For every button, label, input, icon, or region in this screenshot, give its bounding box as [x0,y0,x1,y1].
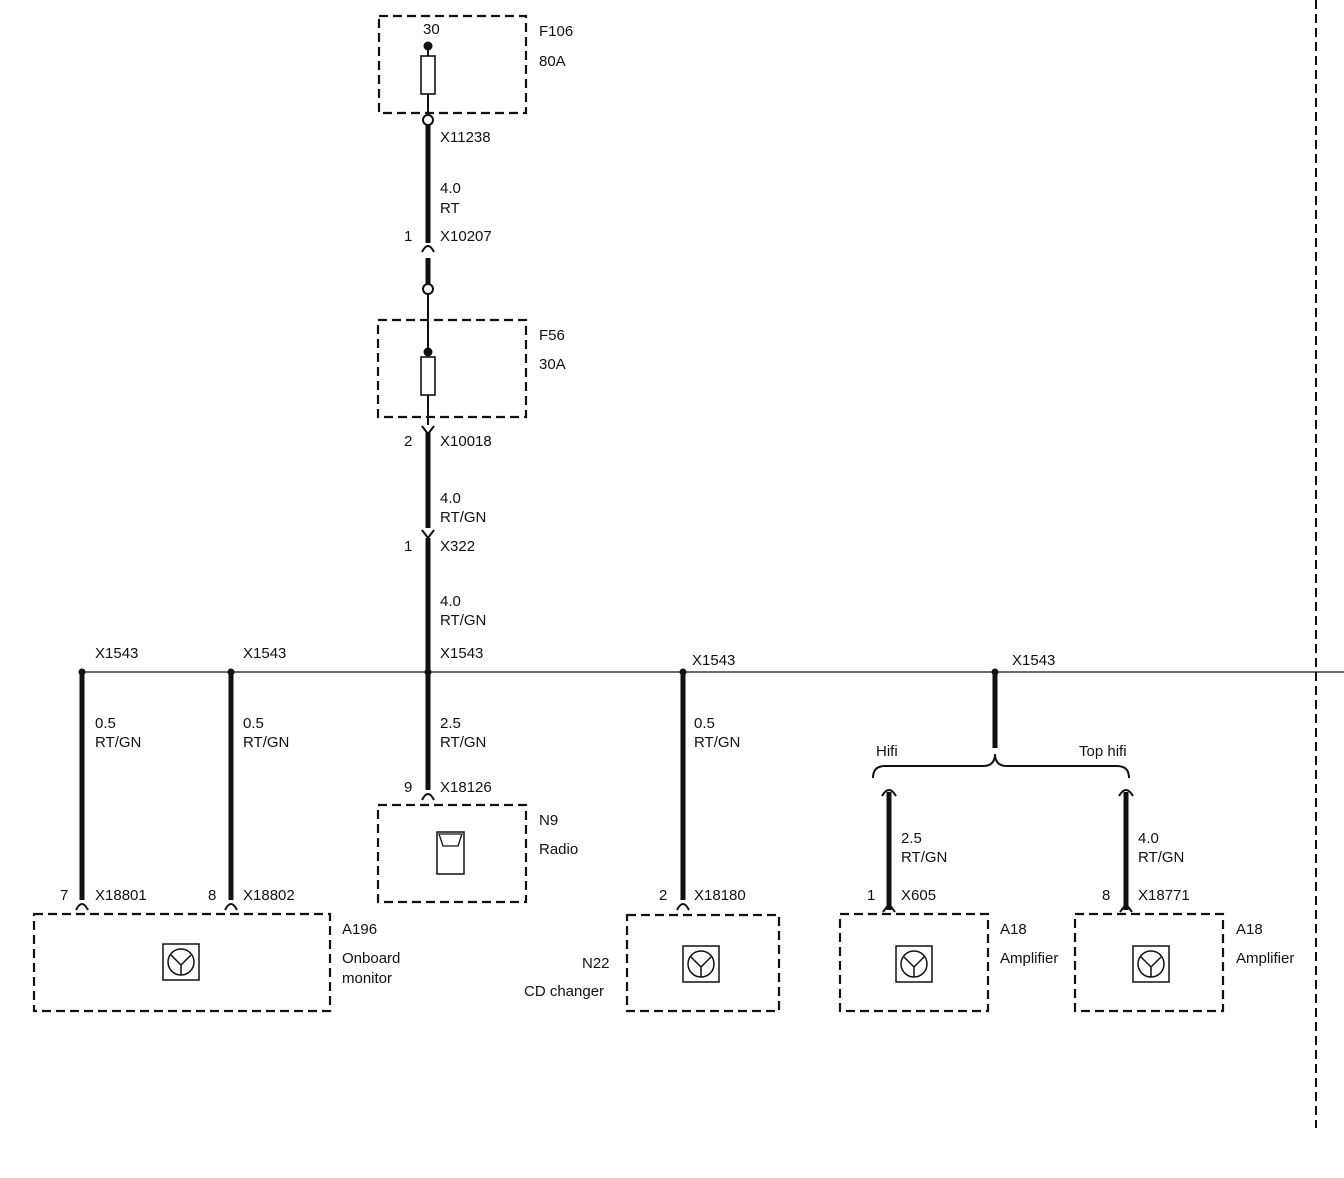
component-radio: N9 Radio [376,803,578,904]
component-name: Amplifier [1236,950,1294,967]
connector-pin: 7 [60,887,68,904]
connector-socket [421,245,435,253]
connector-pin: 1 [867,887,875,904]
splice-label: X1543 [440,645,483,662]
wire-size: 4.0 [1138,830,1159,847]
wire-size: 4.0 [440,490,461,507]
wire-size: 0.5 [95,715,116,732]
wire-color: RT/GN [440,509,486,526]
component-onboard-monitor: A196 Onboard monitor [32,912,400,1013]
connector-plug [882,902,896,913]
fuse-id: F106 [539,23,573,40]
wire-color: RT/GN [694,734,740,751]
ring-terminal [422,283,434,295]
control-unit-icon [162,943,200,981]
component-name-line1: Onboard [342,950,400,967]
component-name: CD changer [524,983,604,1000]
wire-size: 2.5 [440,715,461,732]
wire-color: RT/GN [901,849,947,866]
option-brace [872,753,1130,779]
fuse-f106: 30 F106 80A [377,14,573,115]
connector-plug [421,529,435,540]
control-unit-icon [895,945,933,983]
splice-label: X1543 [95,645,138,662]
connector-pin: 2 [659,887,667,904]
component-id: A196 [342,921,377,938]
ring-terminal [422,114,434,126]
wire-size: 0.5 [694,715,715,732]
connector-x605: X605 [901,887,936,904]
component-id: A18 [1236,921,1263,938]
wire-color: RT/GN [243,734,289,751]
connector-socket [1118,789,1134,797]
connector-pin: 1 [404,228,412,245]
splice-label: X1543 [692,652,735,669]
connector-x18771: X18771 [1138,887,1190,904]
connector-pin: 2 [404,433,412,450]
component-name: Amplifier [1000,950,1058,967]
component-amplifier-hifi: A18 Amplifier [838,912,1058,1013]
component-name: Radio [539,841,578,858]
fuse-pin-label: 30 [423,21,440,38]
fuse-f56: F56 30A [376,318,566,425]
splice-label: X1543 [243,645,286,662]
branch-top-hifi-label: Top hifi [1079,743,1127,760]
connector-pin: 8 [1102,887,1110,904]
connector-socket [676,903,690,911]
wire-color: RT/GN [1138,849,1184,866]
connector-x10018: X10018 [440,433,492,450]
connector-pin: 1 [404,538,412,555]
connector-socket [75,903,89,911]
component-id: N9 [539,812,558,829]
connector-socket [881,789,897,797]
connector-socket [421,793,435,801]
connector-plug [1119,902,1133,913]
wire-size: 0.5 [243,715,264,732]
component-cd-changer: N22 CD changer [524,913,781,1013]
fuse-rating: 30A [539,356,566,373]
splice-label: X1543 [1012,652,1055,669]
connector-x18802: X18802 [243,887,295,904]
fuse-symbol [420,356,436,396]
control-unit-icon [1132,945,1170,983]
wire-size: 2.5 [901,830,922,847]
wire-color: RT/GN [440,734,486,751]
connector-socket [224,903,238,911]
branch-hifi-label: Hifi [876,743,898,760]
connector-pin: 8 [208,887,216,904]
radio-icon [436,831,465,875]
wire-size: 4.0 [440,180,461,197]
component-id: N22 [582,955,610,972]
wire-size: 4.0 [440,593,461,610]
connector-x18126: X18126 [440,779,492,796]
connector-x10207: X10207 [440,228,492,245]
connector-x18801: X18801 [95,887,147,904]
component-name-line2: monitor [342,970,392,987]
fuse-rating: 80A [539,53,566,70]
connector-x322: X322 [440,538,475,555]
component-amplifier-top-hifi: A18 Amplifier [1073,912,1294,1013]
connector-x18180: X18180 [694,887,746,904]
fuse-id: F56 [539,327,565,344]
wire-color: RT [440,200,460,217]
connector-x11238: X11238 [440,129,491,146]
fuse-symbol [420,55,436,95]
wire-color: RT/GN [95,734,141,751]
connector-pin: 9 [404,779,412,796]
component-id: A18 [1000,921,1027,938]
control-unit-icon [682,945,720,983]
wire-color: RT/GN [440,612,486,629]
